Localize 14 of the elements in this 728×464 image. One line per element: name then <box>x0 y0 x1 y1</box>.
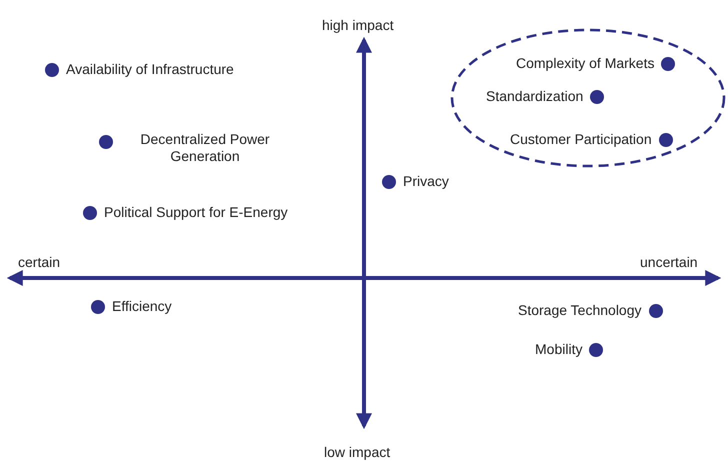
axis-label: uncertain <box>640 254 698 270</box>
point-label: Privacy <box>403 173 449 190</box>
point-label: Political Support for E-Energy <box>104 204 288 221</box>
point-label: Storage Technology <box>518 302 642 319</box>
point-label: Decentralized Power Generation <box>139 131 271 165</box>
axis-label: certain <box>18 254 60 270</box>
point-label: Efficiency <box>112 298 172 315</box>
point-label: Customer Participation <box>510 131 652 148</box>
point-label: Availability of Infrastructure <box>66 61 234 78</box>
point-label: Standardization <box>486 88 584 105</box>
point-label: Complexity of Markets <box>516 55 654 72</box>
point-label: Mobility <box>535 341 582 358</box>
axis-label: high impact <box>322 17 394 33</box>
axis-label: low impact <box>324 444 390 460</box>
